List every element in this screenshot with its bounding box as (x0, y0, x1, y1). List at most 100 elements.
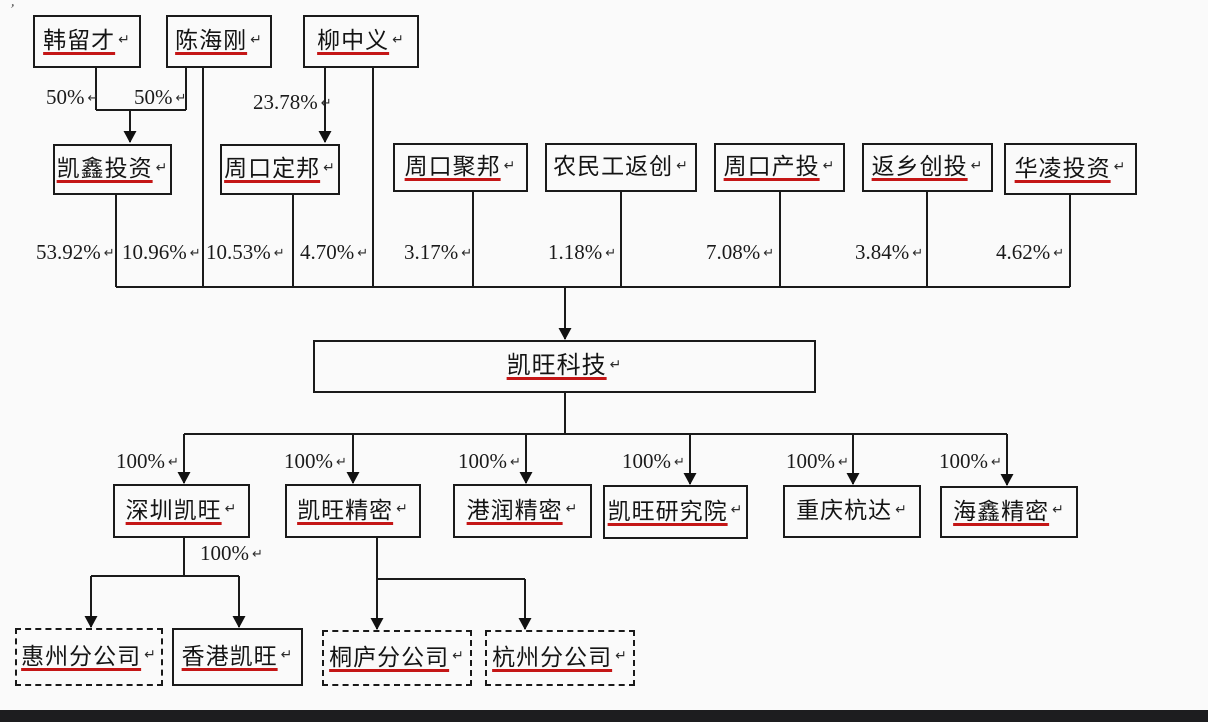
node-shenzhen-kaiwang: 深圳凯旺↵ (113, 484, 250, 538)
paragraph-return-mark: ↵ (605, 246, 617, 261)
paragraph-return-mark: ↵ (168, 455, 179, 470)
ownership-label-pct-dingbang-kw: 10.53%↵ (206, 240, 285, 265)
node-tonglu-branch: 桐庐分公司↵ (322, 630, 472, 686)
node-chen-haigang: 陈海刚↵ (166, 15, 272, 68)
ownership-label-pct-hualing-kw: 4.62%↵ (996, 240, 1064, 265)
ownership-percent: 10.53% (206, 240, 271, 264)
ownership-label-pct-kaixin-kw: 53.92%↵ (36, 240, 115, 265)
node-zhoukou-chantou: 周口产投↵ (714, 143, 845, 192)
ownership-percent: 50% (46, 85, 85, 109)
ownership-label-pct-kw-shenzhen: 100%↵ (116, 449, 179, 474)
node-zhoukou-dingbang: 周口定邦↵ (220, 144, 340, 195)
paragraph-return-mark: ↵ (970, 157, 984, 174)
paragraph-return-mark: ↵ (1052, 502, 1065, 518)
paragraph-return-mark: ↵ (155, 159, 169, 176)
node-gangrun-jingmi: 港润精密↵ (453, 484, 592, 538)
arrowhead-down-icon (177, 472, 191, 484)
paragraph-return-mark: ↵ (175, 91, 187, 106)
arrowhead-down-icon (558, 328, 572, 340)
arrowhead-down-icon (683, 473, 697, 485)
ownership-percent: 100% (622, 449, 671, 473)
paragraph-return-mark: ↵ (320, 96, 332, 111)
paragraph-return-mark: ↵ (822, 157, 836, 174)
paragraph-return-mark: ↵ (452, 648, 465, 664)
node-label: 港润精密 (466, 497, 563, 523)
node-label: 桐庐分公司 (329, 644, 450, 670)
paragraph-return-mark: ↵ (895, 501, 908, 518)
node-hangzhou-branch: 杭州分公司↵ (485, 630, 635, 686)
ownership-label-pct-kw-research: 100%↵ (622, 449, 685, 474)
paragraph-return-mark: ↵ (912, 246, 924, 261)
node-nongmingong-fanchuang: 农民工返创↵ (545, 143, 697, 192)
node-label: 陈海刚 (175, 28, 248, 54)
node-label: 凯旺精密 (297, 497, 394, 523)
paragraph-return-mark: ↵ (144, 647, 157, 663)
paragraph-return-mark: ↵ (730, 502, 744, 518)
paragraph-return-mark: ↵ (676, 157, 689, 174)
node-label: 重庆杭达 (796, 498, 893, 524)
ownership-percent: 23.78% (253, 90, 318, 114)
arrowhead-down-icon (518, 618, 532, 630)
arrowhead-down-icon (519, 472, 533, 484)
ownership-label-pct-han-kaixin: 50%↵ (46, 85, 98, 110)
node-label: 返乡创投 (871, 154, 968, 180)
node-hualing-investment: 华凌投资↵ (1004, 143, 1137, 195)
ownership-percent: 100% (786, 449, 835, 473)
ownership-percent: 4.62% (996, 240, 1051, 264)
node-han-liucai: 韩留才↵ (33, 15, 141, 68)
paragraph-return-mark: ↵ (103, 246, 115, 261)
node-haixin-jingmi: 海鑫精密↵ (940, 486, 1078, 538)
arrowhead-down-icon (846, 473, 860, 485)
node-label: 凯旺科技 (506, 352, 607, 379)
paragraph-return-mark: ↵ (336, 455, 347, 470)
arrowhead-down-icon (84, 616, 98, 628)
node-huizhou-branch: 惠州分公司↵ (15, 628, 163, 686)
node-kaiwang-tech: 凯旺科技↵ (313, 340, 816, 393)
arrowhead-down-icon (346, 472, 360, 484)
ownership-label-pct-liu-kw: 4.70%↵ (300, 240, 368, 265)
ownership-label-pct-fanxiang-kw: 3.84%↵ (855, 240, 923, 265)
ownership-percent: 100% (284, 449, 333, 473)
paragraph-return-mark: ↵ (273, 246, 285, 261)
node-fanxiang-chuangtou: 返乡创投↵ (862, 143, 993, 192)
ownership-percent: 4.70% (300, 240, 355, 264)
paragraph-return-mark: ↵ (189, 246, 201, 261)
node-label: 农民工返创 (553, 154, 674, 180)
ownership-label-pct-kw-gangrun: 100%↵ (458, 449, 521, 474)
ownership-label-pct-jubang-kw: 3.17%↵ (404, 240, 472, 265)
ownership-label-pct-chen-kw: 10.96%↵ (122, 240, 201, 265)
ownership-percent: 100% (116, 449, 165, 473)
node-label: 韩留才 (43, 28, 116, 54)
paragraph-return-mark: ↵ (392, 31, 405, 48)
node-hongkong-kaiwang: 香港凯旺↵ (172, 628, 303, 686)
ownership-percent: 100% (458, 449, 507, 473)
paragraph-return-mark: ↵ (838, 455, 849, 470)
node-label: 周口聚邦 (404, 154, 501, 180)
ownership-label-pct-shenzhen-sub: 100%↵ (200, 541, 263, 566)
arrowhead-down-icon (318, 131, 332, 143)
ownership-label-pct-chen-kaixin: 50%↵ (134, 85, 186, 110)
node-label: 周口产投 (723, 154, 820, 180)
paragraph-return-mark: ↵ (991, 455, 1002, 470)
paragraph-return-mark: ↵ (503, 157, 517, 174)
paragraph-return-mark: ↵ (224, 501, 238, 517)
arrowhead-down-icon (1000, 474, 1014, 486)
node-kaixin-investment: 凯鑫投资↵ (53, 144, 172, 195)
ownership-label-pct-kw-haixin: 100%↵ (939, 449, 1002, 474)
node-label: 周口定邦 (224, 156, 321, 182)
paragraph-return-mark: ↵ (565, 501, 579, 517)
node-label: 柳中义 (317, 28, 390, 54)
ownership-label-pct-nmg-kw: 1.18%↵ (548, 240, 616, 265)
paragraph-return-mark: ↵ (615, 648, 628, 664)
arrowhead-down-icon (123, 131, 137, 143)
paragraph-return-mark: ↵ (1053, 246, 1065, 261)
ownership-percent: 1.18% (548, 240, 603, 264)
node-label: 深圳凯旺 (125, 497, 222, 523)
ownership-label-pct-chantou-kw: 7.08%↵ (706, 240, 774, 265)
ownership-percent: 100% (939, 449, 988, 473)
paragraph-return-mark: ↵ (1113, 159, 1127, 175)
ownership-label-pct-liu-dingbang: 23.78%↵ (253, 90, 332, 115)
node-liu-zhongyi: 柳中义↵ (303, 15, 419, 68)
node-label: 华凌投资 (1014, 155, 1111, 181)
